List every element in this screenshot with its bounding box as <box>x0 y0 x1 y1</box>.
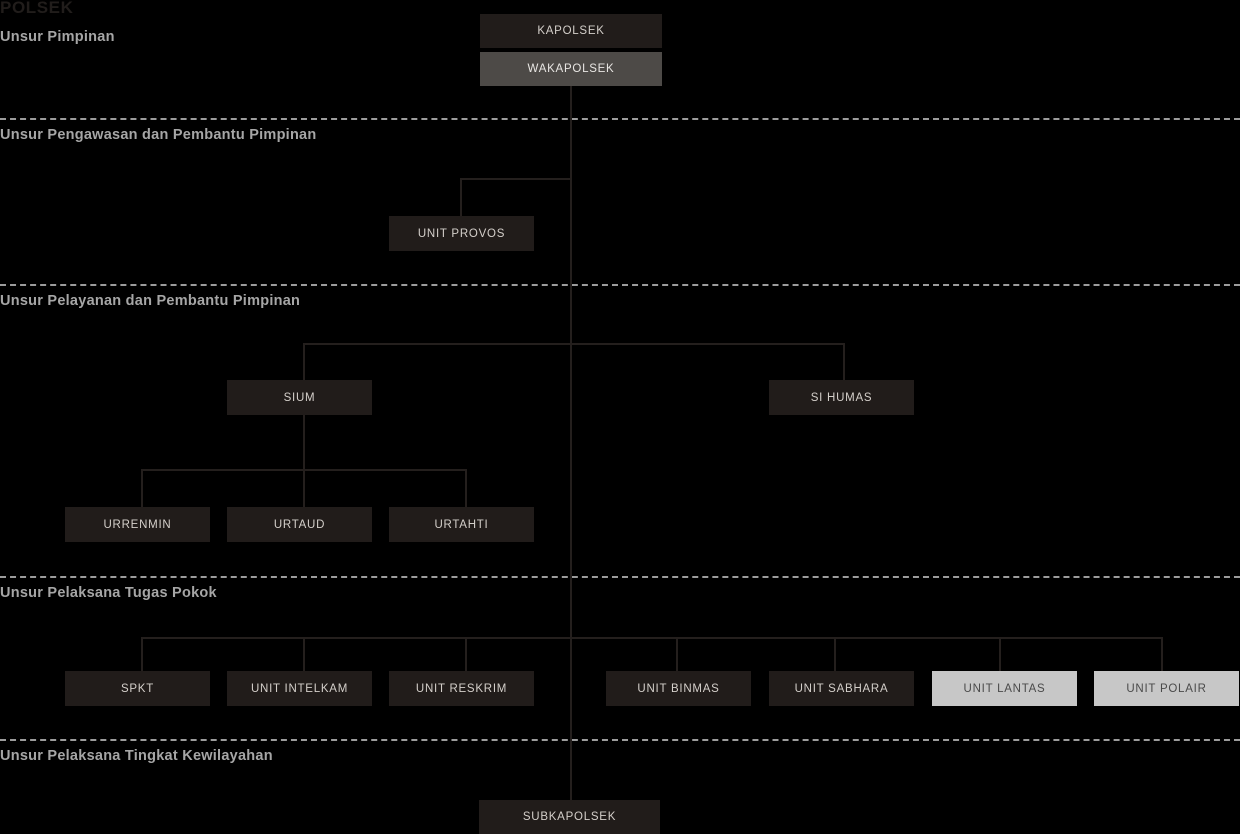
node-urtahti[interactable]: URTAHTI <box>389 507 534 542</box>
connector-tugaspokok-horizontal <box>141 637 1163 639</box>
node-subkapolsek[interactable]: SUBKAPOLSEK <box>479 800 660 834</box>
node-wakapolsek[interactable]: WAKAPOLSEK <box>480 52 662 86</box>
section-label-unsur-pelaksana-tugas-pokok: Unsur Pelaksana Tugas Pokok <box>0 585 217 601</box>
page-title: POLSEK <box>0 0 74 17</box>
connector-pelayanan-horizontal <box>303 343 845 345</box>
connector-sium-drop <box>303 343 305 380</box>
connector-urtahti-drop <box>465 469 467 507</box>
node-unit-binmas[interactable]: UNIT BINMAS <box>606 671 751 706</box>
section-divider-4 <box>0 739 1240 741</box>
connector-sium-stem <box>303 415 305 470</box>
connector-sabhara-drop <box>834 637 836 671</box>
section-label-unsur-pimpinan: Unsur Pimpinan <box>0 29 115 45</box>
connector-reskrim-drop <box>465 637 467 671</box>
node-unit-reskrim[interactable]: UNIT RESKRIM <box>389 671 534 706</box>
node-sium[interactable]: SIUM <box>227 380 372 415</box>
node-urtaud[interactable]: URTAUD <box>227 507 372 542</box>
connector-trunk-b <box>570 178 572 343</box>
connector-intelkam-drop <box>303 637 305 671</box>
connector-provos-horizontal <box>460 178 572 180</box>
node-si-humas[interactable]: SI HUMAS <box>769 380 914 415</box>
connector-trunk-a <box>570 86 572 178</box>
section-divider-3 <box>0 576 1240 578</box>
node-spkt[interactable]: SPKT <box>65 671 210 706</box>
connector-trunk-c <box>570 343 572 637</box>
connector-sihumas-drop <box>843 343 845 380</box>
node-unit-sabhara[interactable]: UNIT SABHARA <box>769 671 914 706</box>
node-unit-provos[interactable]: UNIT PROVOS <box>389 216 534 251</box>
node-kapolsek[interactable]: KAPOLSEK <box>480 14 662 48</box>
connector-polair-drop <box>1161 637 1163 671</box>
connector-spkt-drop <box>141 637 143 671</box>
section-divider-1 <box>0 118 1240 120</box>
section-divider-2 <box>0 284 1240 286</box>
connector-binmas-drop <box>676 637 678 671</box>
connector-lantas-drop <box>999 637 1001 671</box>
connector-trunk-d <box>570 637 572 800</box>
section-label-unsur-pengawasan: Unsur Pengawasan dan Pembantu Pimpinan <box>0 127 317 143</box>
node-urrenmin[interactable]: URRENMIN <box>65 507 210 542</box>
node-unit-lantas[interactable]: UNIT LANTAS <box>932 671 1077 706</box>
connector-urtaud-drop <box>303 469 305 507</box>
connector-urrenmin-drop <box>141 469 143 507</box>
node-unit-polair[interactable]: UNIT POLAIR <box>1094 671 1239 706</box>
section-label-unsur-pelayanan: Unsur Pelayanan dan Pembantu Pimpinan <box>0 293 301 309</box>
section-label-unsur-pelaksana-kewilayahan: Unsur Pelaksana Tingkat Kewilayahan <box>0 748 273 764</box>
connector-provos-drop <box>460 178 462 216</box>
node-unit-intelkam[interactable]: UNIT INTELKAM <box>227 671 372 706</box>
